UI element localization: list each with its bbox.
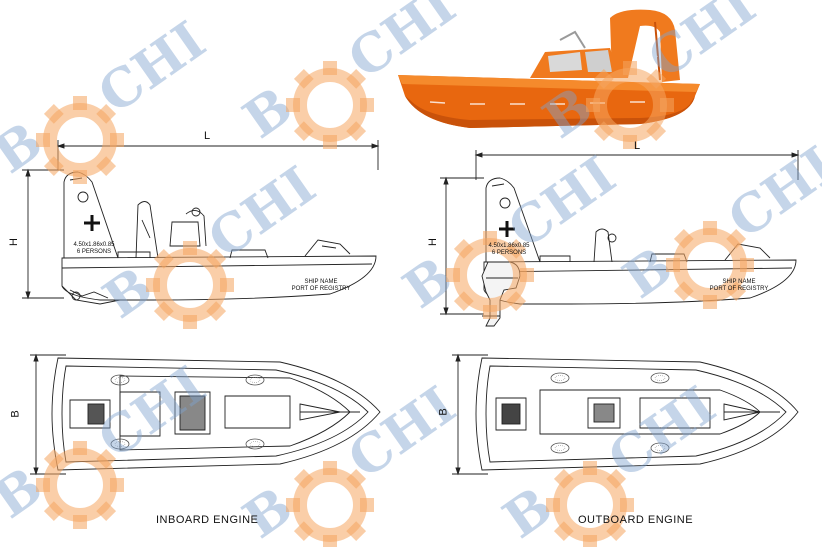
outboard-capacity-spec: 4.50x1.86x0.85 6 PERSONS — [487, 243, 531, 257]
outboard-ship-name: SHIP NAME — [722, 279, 756, 285]
outboard-caption: OUTBOARD ENGINE — [578, 514, 694, 526]
inboard-length-label: L — [204, 130, 211, 142]
outboard-capacity-persons: 6 PERSONS — [491, 250, 527, 256]
boat-photo: + — [398, 9, 700, 128]
inboard-ship-marking: SHIP NAME PORT OF REGISTRY — [286, 279, 356, 293]
outboard-beam-label: B — [437, 408, 450, 416]
inboard-port: PORT OF REGISTRY — [291, 286, 351, 292]
inboard-caption: INBOARD ENGINE — [156, 514, 259, 526]
outboard-length-label: L — [634, 140, 641, 152]
inboard-ship-name: SHIP NAME — [304, 279, 338, 285]
outboard-top-view — [452, 353, 799, 476]
inboard-capacity-spec: 4.50x1.86x0.85 6 PERSONS — [72, 242, 116, 256]
outboard-port: PORT OF REGISTRY — [709, 286, 769, 292]
outboard-capacity-dims: 4.50x1.86x0.85 — [488, 243, 530, 249]
inboard-beam-label: B — [9, 410, 22, 418]
inboard-height-label: H — [7, 238, 20, 246]
inboard-capacity-dims: 4.50x1.86x0.85 — [73, 242, 115, 248]
inboard-capacity-persons: 6 PERSONS — [76, 249, 112, 255]
outboard-ship-marking: SHIP NAME PORT OF REGISTRY — [704, 279, 774, 293]
outboard-height-label: H — [426, 238, 439, 246]
